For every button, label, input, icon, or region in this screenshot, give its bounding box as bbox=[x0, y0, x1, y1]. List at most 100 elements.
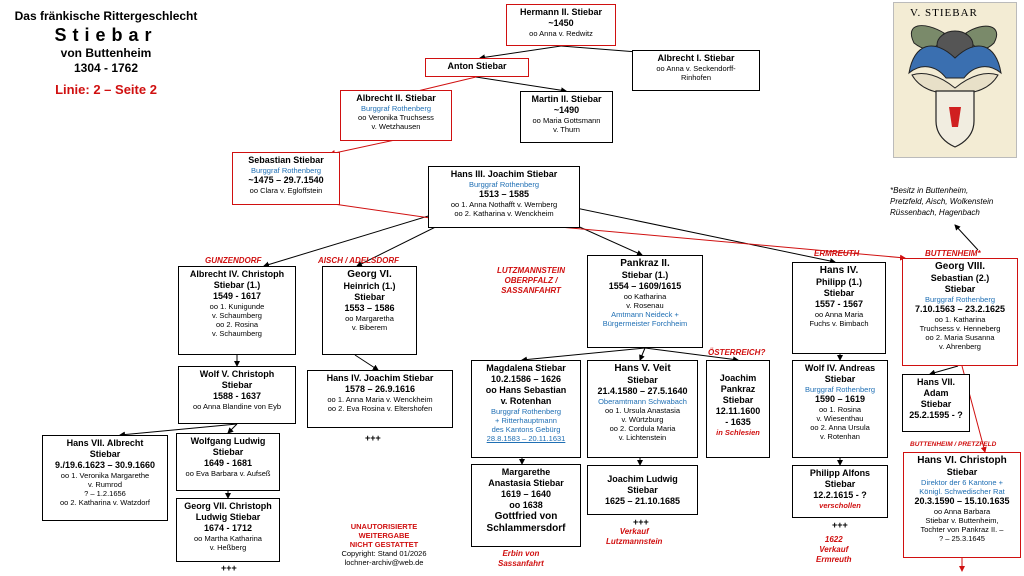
person-spouse: v. Biberem bbox=[351, 323, 388, 332]
person-name: Adam bbox=[923, 388, 949, 398]
person-name: Stiebar bbox=[722, 395, 754, 405]
person-name: Georg VIII. bbox=[934, 261, 985, 272]
person-dates: 1590 – 1619 bbox=[814, 394, 866, 404]
person-philipp-alfons[interactable]: Philipp Alfons Stiebar 12.2.1615 - ? ver… bbox=[792, 465, 888, 518]
person-name: Georg VII. Christoph bbox=[184, 501, 272, 511]
line-extinct-marker: +++ bbox=[633, 517, 649, 527]
person-spouse: oo 1. Anna Nothafft v. Wernberg bbox=[450, 200, 558, 209]
person-sebastian[interactable]: Sebastian Stiebar Burggraf Rothenberg ~1… bbox=[232, 152, 340, 205]
person-name: Wolfgang Ludwig bbox=[190, 436, 266, 446]
person-pankraz-ii[interactable]: Pankraz II. Stiebar (1.) 1554 – 1609/161… bbox=[587, 255, 703, 348]
title-line1: Das fränkische Rittergeschlecht bbox=[14, 9, 198, 23]
person-name: Joachim bbox=[719, 373, 757, 383]
person-title: + Ritterhauptmann bbox=[495, 416, 557, 425]
person-spouse: v. Rotenhan bbox=[500, 396, 552, 406]
coat-of-arms-caption: V. STIEBAR bbox=[910, 7, 978, 19]
person-dates: 1578 – 26.9.1616 bbox=[344, 384, 416, 394]
person-name: Stiebar bbox=[89, 449, 121, 459]
possessions-note: *Besitz in Buttenheim, Pretzfeld, Aisch,… bbox=[890, 185, 993, 218]
copyright-line: WEITERGABE bbox=[358, 531, 410, 540]
person-georg-viii-sebastian[interactable]: Georg VIII. Sebastian (2.) Stiebar Burgg… bbox=[902, 258, 1018, 366]
copyright-line: Copyright: Stand 01/2026 bbox=[341, 549, 427, 558]
person-spouse: oo Katharina bbox=[623, 292, 667, 301]
person-name: Stiebar bbox=[946, 467, 978, 477]
person-wolfgang-ludwig[interactable]: Wolfgang Ludwig Stiebar 1649 - 1681 oo E… bbox=[176, 433, 280, 491]
note-line: Verkauf bbox=[819, 545, 849, 554]
line-extinct-marker: +++ bbox=[832, 520, 848, 530]
person-spouse: oo 2. Anna Ursula bbox=[810, 423, 870, 432]
person-margarethe-anastasia[interactable]: Margarethe Anastasia Stiebar 1619 – 1640… bbox=[471, 464, 581, 547]
person-hans-v-veit[interactable]: Hans V. Veit Stiebar 21.4.1580 – 27.5.16… bbox=[587, 360, 698, 458]
person-name: Stiebar bbox=[212, 447, 244, 457]
person-spouse: oo Maria Gottsmann bbox=[532, 116, 601, 125]
person-hermann-ii[interactable]: Hermann II. Stiebar ~1450 oo Anna v. Red… bbox=[506, 4, 616, 46]
person-spouse: Fuchs v. Bimbach bbox=[809, 319, 869, 328]
person-spouse: oo 1. Ursula Anastasia bbox=[604, 406, 681, 415]
note-line: Lutzmannstein bbox=[606, 537, 663, 546]
person-dates: 1649 - 1681 bbox=[203, 458, 253, 468]
person-dates: 10.2.1586 – 1626 bbox=[490, 374, 562, 384]
person-dates: 21.4.1580 – 27.5.1640 bbox=[597, 386, 688, 396]
person-hans-iv-philipp[interactable]: Hans IV. Philipp (1.) Stiebar 1557 - 156… bbox=[792, 262, 886, 354]
person-dates: ~1450 bbox=[548, 18, 574, 28]
person-hans-vi-christoph[interactable]: Hans VI. Christoph Stiebar Direktor der … bbox=[903, 452, 1021, 558]
person-spouse: oo 1638 bbox=[509, 500, 543, 510]
person-albrecht-ii[interactable]: Albrecht II. Stiebar Burggraf Rothenberg… bbox=[340, 90, 452, 141]
person-name: Hans V. Veit bbox=[614, 363, 671, 374]
person-name: Stiebar bbox=[824, 479, 856, 489]
person-dates: 12.2.1615 - ? bbox=[813, 490, 867, 500]
title-years: 1304 - 1762 bbox=[73, 61, 139, 75]
person-name: Pankraz II. bbox=[620, 258, 670, 269]
person-wolf-iv-andreas[interactable]: Wolf IV. Andreas Stiebar Burggraf Rothen… bbox=[792, 360, 888, 458]
person-georg-vii-christoph[interactable]: Georg VII. Christoph Ludwig Stiebar 1674… bbox=[176, 498, 280, 562]
person-dates: 1554 – 1609/1615 bbox=[608, 281, 682, 291]
person-spouse: oo Anna v. Redwitz bbox=[529, 29, 593, 38]
person-spouse: v. Rumrod bbox=[87, 480, 123, 489]
person-name: Anton Stiebar bbox=[447, 61, 507, 71]
person-martin-ii[interactable]: Martin II. Stiebar ~1490 oo Maria Gottsm… bbox=[520, 91, 613, 143]
note-erbin-sassanfahrt: Erbin von Sassanfahrt bbox=[498, 549, 544, 569]
person-spouse: oo Margaretha bbox=[345, 314, 394, 323]
coat-of-arms-drawing bbox=[908, 25, 1002, 148]
person-georg-vi-heinrich[interactable]: Georg VI. Heinrich (1.) Stiebar 1553 – 1… bbox=[322, 266, 417, 355]
person-wolf-v-christoph[interactable]: Wolf V. Christoph Stiebar 1588 - 1637 oo… bbox=[178, 366, 296, 424]
person-name: Stiebar bbox=[920, 399, 952, 409]
person-joachim-ludwig[interactable]: Joachim Ludwig Stiebar 1625 – 21.10.1685 bbox=[587, 465, 698, 515]
person-spouse: oo 1. Rosina bbox=[818, 405, 862, 414]
note-line: Ermreuth bbox=[816, 555, 852, 564]
person-albrecht-i[interactable]: Albrecht I. Stiebar oo Anna v. Seckendor… bbox=[632, 50, 760, 91]
note-line: *Besitz in Buttenheim, bbox=[890, 186, 969, 195]
person-anton[interactable]: Anton Stiebar bbox=[425, 58, 529, 77]
person-hans-vii-albrecht[interactable]: Hans VII. Albrecht Stiebar 9./19.6.1623 … bbox=[42, 435, 168, 521]
person-name: Albrecht II. Stiebar bbox=[356, 93, 436, 103]
copyright-email-link[interactable]: lochner-archiv@web.de bbox=[344, 558, 424, 567]
person-dates: 1553 – 1586 bbox=[344, 303, 395, 313]
person-name: Hans III. Joachim Stiebar bbox=[450, 169, 558, 179]
person-spouse: oo 2. Maria Susanna bbox=[925, 333, 995, 342]
person-name: Hans VII. bbox=[916, 377, 955, 387]
person-spouse: oo Anna Maria bbox=[814, 310, 864, 319]
person-hans-vii-adam[interactable]: Hans VII. Adam Stiebar 25.2.1595 - ? bbox=[902, 374, 970, 432]
person-dates: ~1490 bbox=[553, 105, 580, 115]
person-dates: ~1475 – 29.7.1540 bbox=[248, 175, 324, 185]
person-title: Burggraf Rothenberg bbox=[924, 295, 996, 304]
person-joachim-pankraz[interactable]: Joachim Pankraz Stiebar 12.11.1600 - 163… bbox=[706, 360, 770, 458]
person-dates: 1588 - 1637 bbox=[212, 391, 262, 401]
person-albrecht-iv-christoph[interactable]: Albrecht IV. Christoph Stiebar (1.) 1549… bbox=[178, 266, 296, 355]
person-spouse: oo 2. Cordula Maria bbox=[609, 424, 676, 433]
person-dates: 1619 – 1640 bbox=[500, 489, 552, 499]
note-line: Verkauf bbox=[619, 527, 649, 536]
person-dates: 1549 - 1617 bbox=[212, 291, 262, 301]
person-magdalena[interactable]: Magdalena Stiebar 10.2.1586 – 1626 oo Ha… bbox=[471, 360, 581, 458]
person-name: Hans VI. Christoph bbox=[917, 455, 1007, 466]
person-office: Oberamtmann Schwabach bbox=[598, 397, 687, 406]
person-hans-iii-joachim[interactable]: Hans III. Joachim Stiebar Burggraf Rothe… bbox=[428, 166, 580, 228]
person-name: Sebastian Stiebar bbox=[248, 155, 324, 165]
person-spouse: v. Würtzburg bbox=[621, 415, 664, 424]
person-name: Philipp (1.) bbox=[816, 277, 862, 287]
person-spouse: Stiebar v. Buttenheim, bbox=[925, 516, 999, 525]
person-dates: 1674 - 1712 bbox=[203, 523, 253, 533]
person-dates: 1625 – 21.10.1685 bbox=[604, 496, 681, 506]
person-hans-iv-joachim[interactable]: Hans IV. Joachim Stiebar 1578 – 26.9.161… bbox=[307, 370, 453, 428]
person-name: Albrecht I. Stiebar bbox=[657, 53, 735, 63]
